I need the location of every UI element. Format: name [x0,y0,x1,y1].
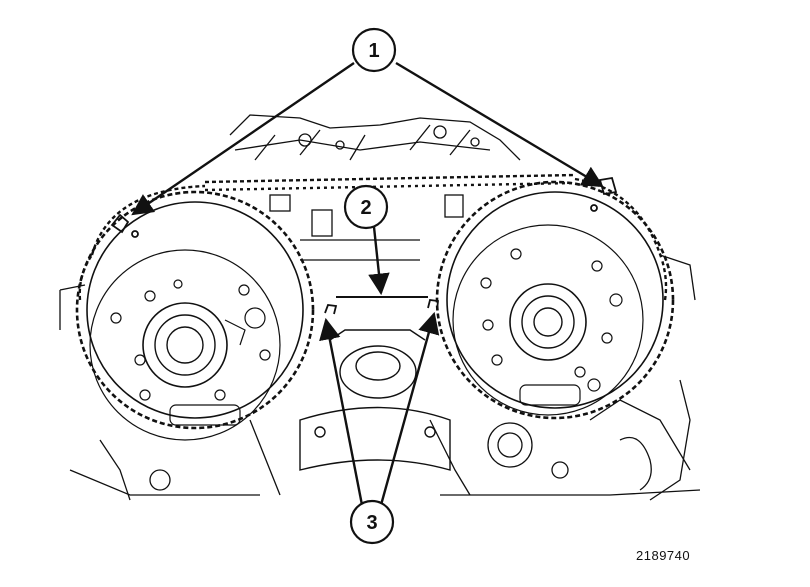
figure-id-label: 2189740 [636,548,691,563]
callout-3-label: 3 [366,512,377,534]
callout-1: 1 [351,27,397,73]
callout-3: 3 [349,499,395,545]
callout-2-label: 2 [360,197,371,219]
chain-tensioner [299,329,451,471]
callout-1-label: 1 [368,40,379,62]
callout-arrows [131,61,604,506]
callout-2: 2 [343,184,389,230]
right-cam-sprocket [435,180,675,420]
engine-block [59,114,701,501]
timing-marks [110,176,618,315]
left-cam-sprocket [75,190,315,441]
